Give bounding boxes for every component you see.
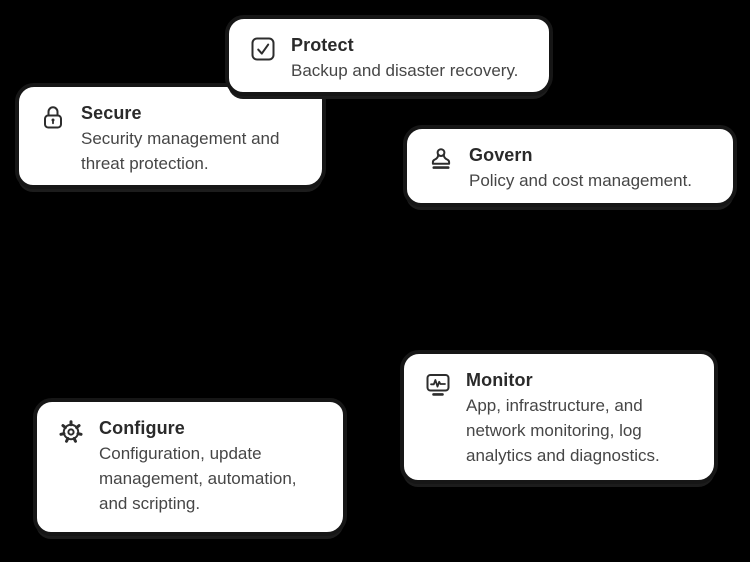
gear-icon bbox=[56, 417, 86, 447]
card-text-block: Monitor App, infrastructure, and network… bbox=[466, 368, 678, 468]
card-description: Policy and cost management. bbox=[469, 171, 693, 190]
lock-icon bbox=[38, 102, 68, 132]
stamp-icon bbox=[426, 144, 456, 174]
card-description: Backup and disaster recovery. bbox=[291, 61, 519, 80]
card-secure: Secure Security management and threat pr… bbox=[15, 83, 326, 189]
card-title: Govern bbox=[469, 145, 533, 165]
checkbox-check-icon bbox=[248, 34, 278, 64]
card-monitor: Monitor App, infrastructure, and network… bbox=[400, 350, 718, 484]
card-description: Security management and threat protectio… bbox=[81, 129, 280, 173]
card-text-block: Protect Backup and disaster recovery. bbox=[291, 33, 518, 83]
card-text-block: Secure Security management and threat pr… bbox=[81, 101, 286, 176]
card-title: Protect bbox=[291, 35, 354, 55]
card-description: App, infrastructure, and network monitor… bbox=[466, 396, 660, 465]
card-text-block: Configure Configuration, update manageme… bbox=[99, 416, 306, 516]
card-description: Configuration, update management, automa… bbox=[99, 444, 297, 513]
card-title: Secure bbox=[81, 103, 142, 123]
card-configure: Configure Configuration, update manageme… bbox=[33, 398, 347, 536]
card-text-block: Govern Policy and cost management. bbox=[469, 143, 692, 193]
card-title: Configure bbox=[99, 418, 185, 438]
card-title: Monitor bbox=[466, 370, 533, 390]
card-govern: Govern Policy and cost management. bbox=[403, 125, 737, 207]
monitor-pulse-icon bbox=[423, 369, 453, 399]
card-protect: Protect Backup and disaster recovery. bbox=[225, 15, 553, 96]
